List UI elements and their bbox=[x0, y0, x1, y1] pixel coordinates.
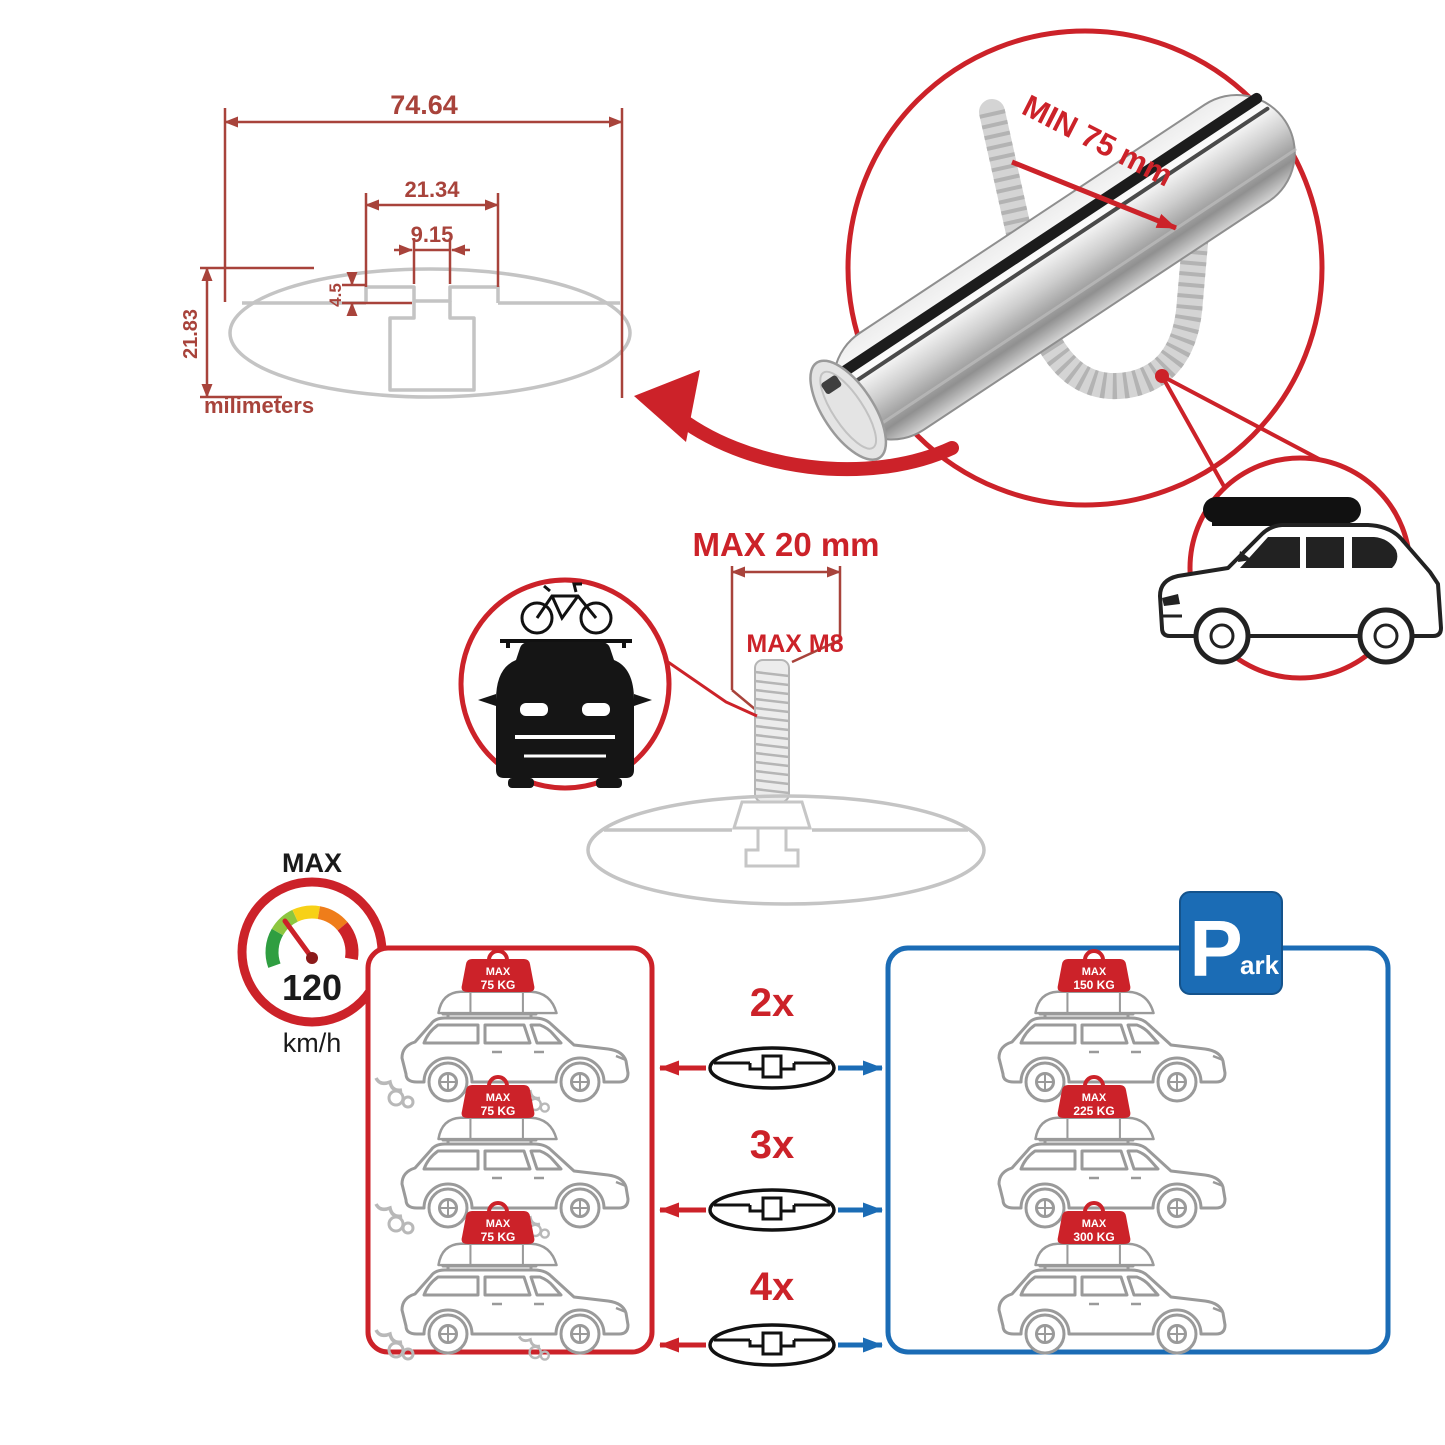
bolt-thread-label: MAX M8 bbox=[746, 630, 843, 658]
speed-value: 120 bbox=[282, 967, 342, 1008]
dim-slot-inner: 9.15 bbox=[411, 222, 454, 247]
suv-roofbox-illustration bbox=[1158, 497, 1443, 665]
driving-car-2: MAX 75 KG bbox=[374, 1075, 630, 1239]
svg-text:MAX: MAX bbox=[1082, 1218, 1107, 1230]
dim-height: 21.83 bbox=[180, 309, 202, 359]
bar-count-row-3: 4x bbox=[659, 1265, 883, 1367]
park-letter: P bbox=[1189, 904, 1242, 993]
bar-detail-circle: MIN 75 mm bbox=[809, 28, 1325, 508]
parked-car-3: MAX 300 KG bbox=[997, 1201, 1227, 1355]
crossbar-profile-icon bbox=[708, 1323, 836, 1367]
svg-text:MAX: MAX bbox=[1082, 1092, 1107, 1104]
gauge-needle bbox=[282, 918, 315, 961]
svg-text:MAX: MAX bbox=[486, 1218, 511, 1230]
svg-text:75 KG: 75 KG bbox=[481, 1104, 516, 1118]
bolt-adapter-ghost bbox=[731, 800, 813, 868]
bar-count-label: 3x bbox=[750, 1123, 795, 1167]
roofbox-car-circle bbox=[1158, 374, 1443, 681]
u-bolt-clamp-icon bbox=[979, 99, 1210, 400]
bolt-detail-section: MAX 20 mm MAX M8 bbox=[458, 526, 986, 906]
bolt-width-label: MAX 20 mm bbox=[692, 526, 879, 563]
svg-text:MAX: MAX bbox=[486, 966, 511, 978]
svg-text:150 KG: 150 KG bbox=[1073, 978, 1114, 992]
driving-car-1: MAX 75 KG bbox=[374, 949, 630, 1113]
speed-unit: km/h bbox=[283, 1028, 342, 1058]
units-label: milimeters bbox=[204, 393, 314, 418]
bar-profile-ghost bbox=[586, 794, 986, 906]
car-front-bike-circle bbox=[458, 577, 758, 791]
svg-text:MAX: MAX bbox=[486, 1092, 511, 1104]
park-suffix: ark bbox=[1240, 950, 1280, 980]
dim-slot-outer: 21.34 bbox=[404, 177, 460, 202]
speed-max-label: MAX bbox=[282, 848, 342, 878]
aluminum-bar-illustration bbox=[809, 92, 1297, 461]
bar-count-label: 4x bbox=[750, 1265, 795, 1309]
driving-car-3: MAX 75 KG bbox=[374, 1201, 630, 1361]
car-front-bike-illustration bbox=[478, 639, 652, 788]
min-clamp-arrow bbox=[1011, 159, 1177, 231]
threaded-bolt-icon bbox=[754, 659, 790, 803]
bar-count-row-1: 2x bbox=[659, 981, 883, 1090]
bike-icon bbox=[520, 582, 613, 635]
dim-lip-depth: 4.5 bbox=[326, 283, 345, 307]
svg-text:75 KG: 75 KG bbox=[481, 1230, 516, 1244]
svg-text:75 KG: 75 KG bbox=[481, 978, 516, 992]
crossbar-profile-icon bbox=[708, 1046, 836, 1090]
crossbar-profile-icon bbox=[708, 1188, 836, 1232]
bar-to-profile-arrow bbox=[634, 370, 959, 477]
svg-text:300 KG: 300 KG bbox=[1073, 1230, 1114, 1244]
crossbar-profile-diagram: 74.64 21.34 9.15 4.5 21.83 milimeters bbox=[180, 90, 632, 418]
svg-text:225 KG: 225 KG bbox=[1073, 1104, 1114, 1118]
parked-car-2: MAX 225 KG bbox=[997, 1075, 1227, 1229]
speed-limit-gauge: MAX 120 km/h bbox=[237, 848, 387, 1058]
park-sign: P ark bbox=[1179, 891, 1283, 995]
bar-count-row-2: 3x bbox=[659, 1123, 883, 1232]
bar-count-label: 2x bbox=[750, 981, 795, 1025]
svg-text:MAX: MAX bbox=[1082, 966, 1107, 978]
parked-car-1: MAX 150 KG bbox=[997, 949, 1227, 1103]
dim-total-width: 74.64 bbox=[390, 90, 458, 120]
